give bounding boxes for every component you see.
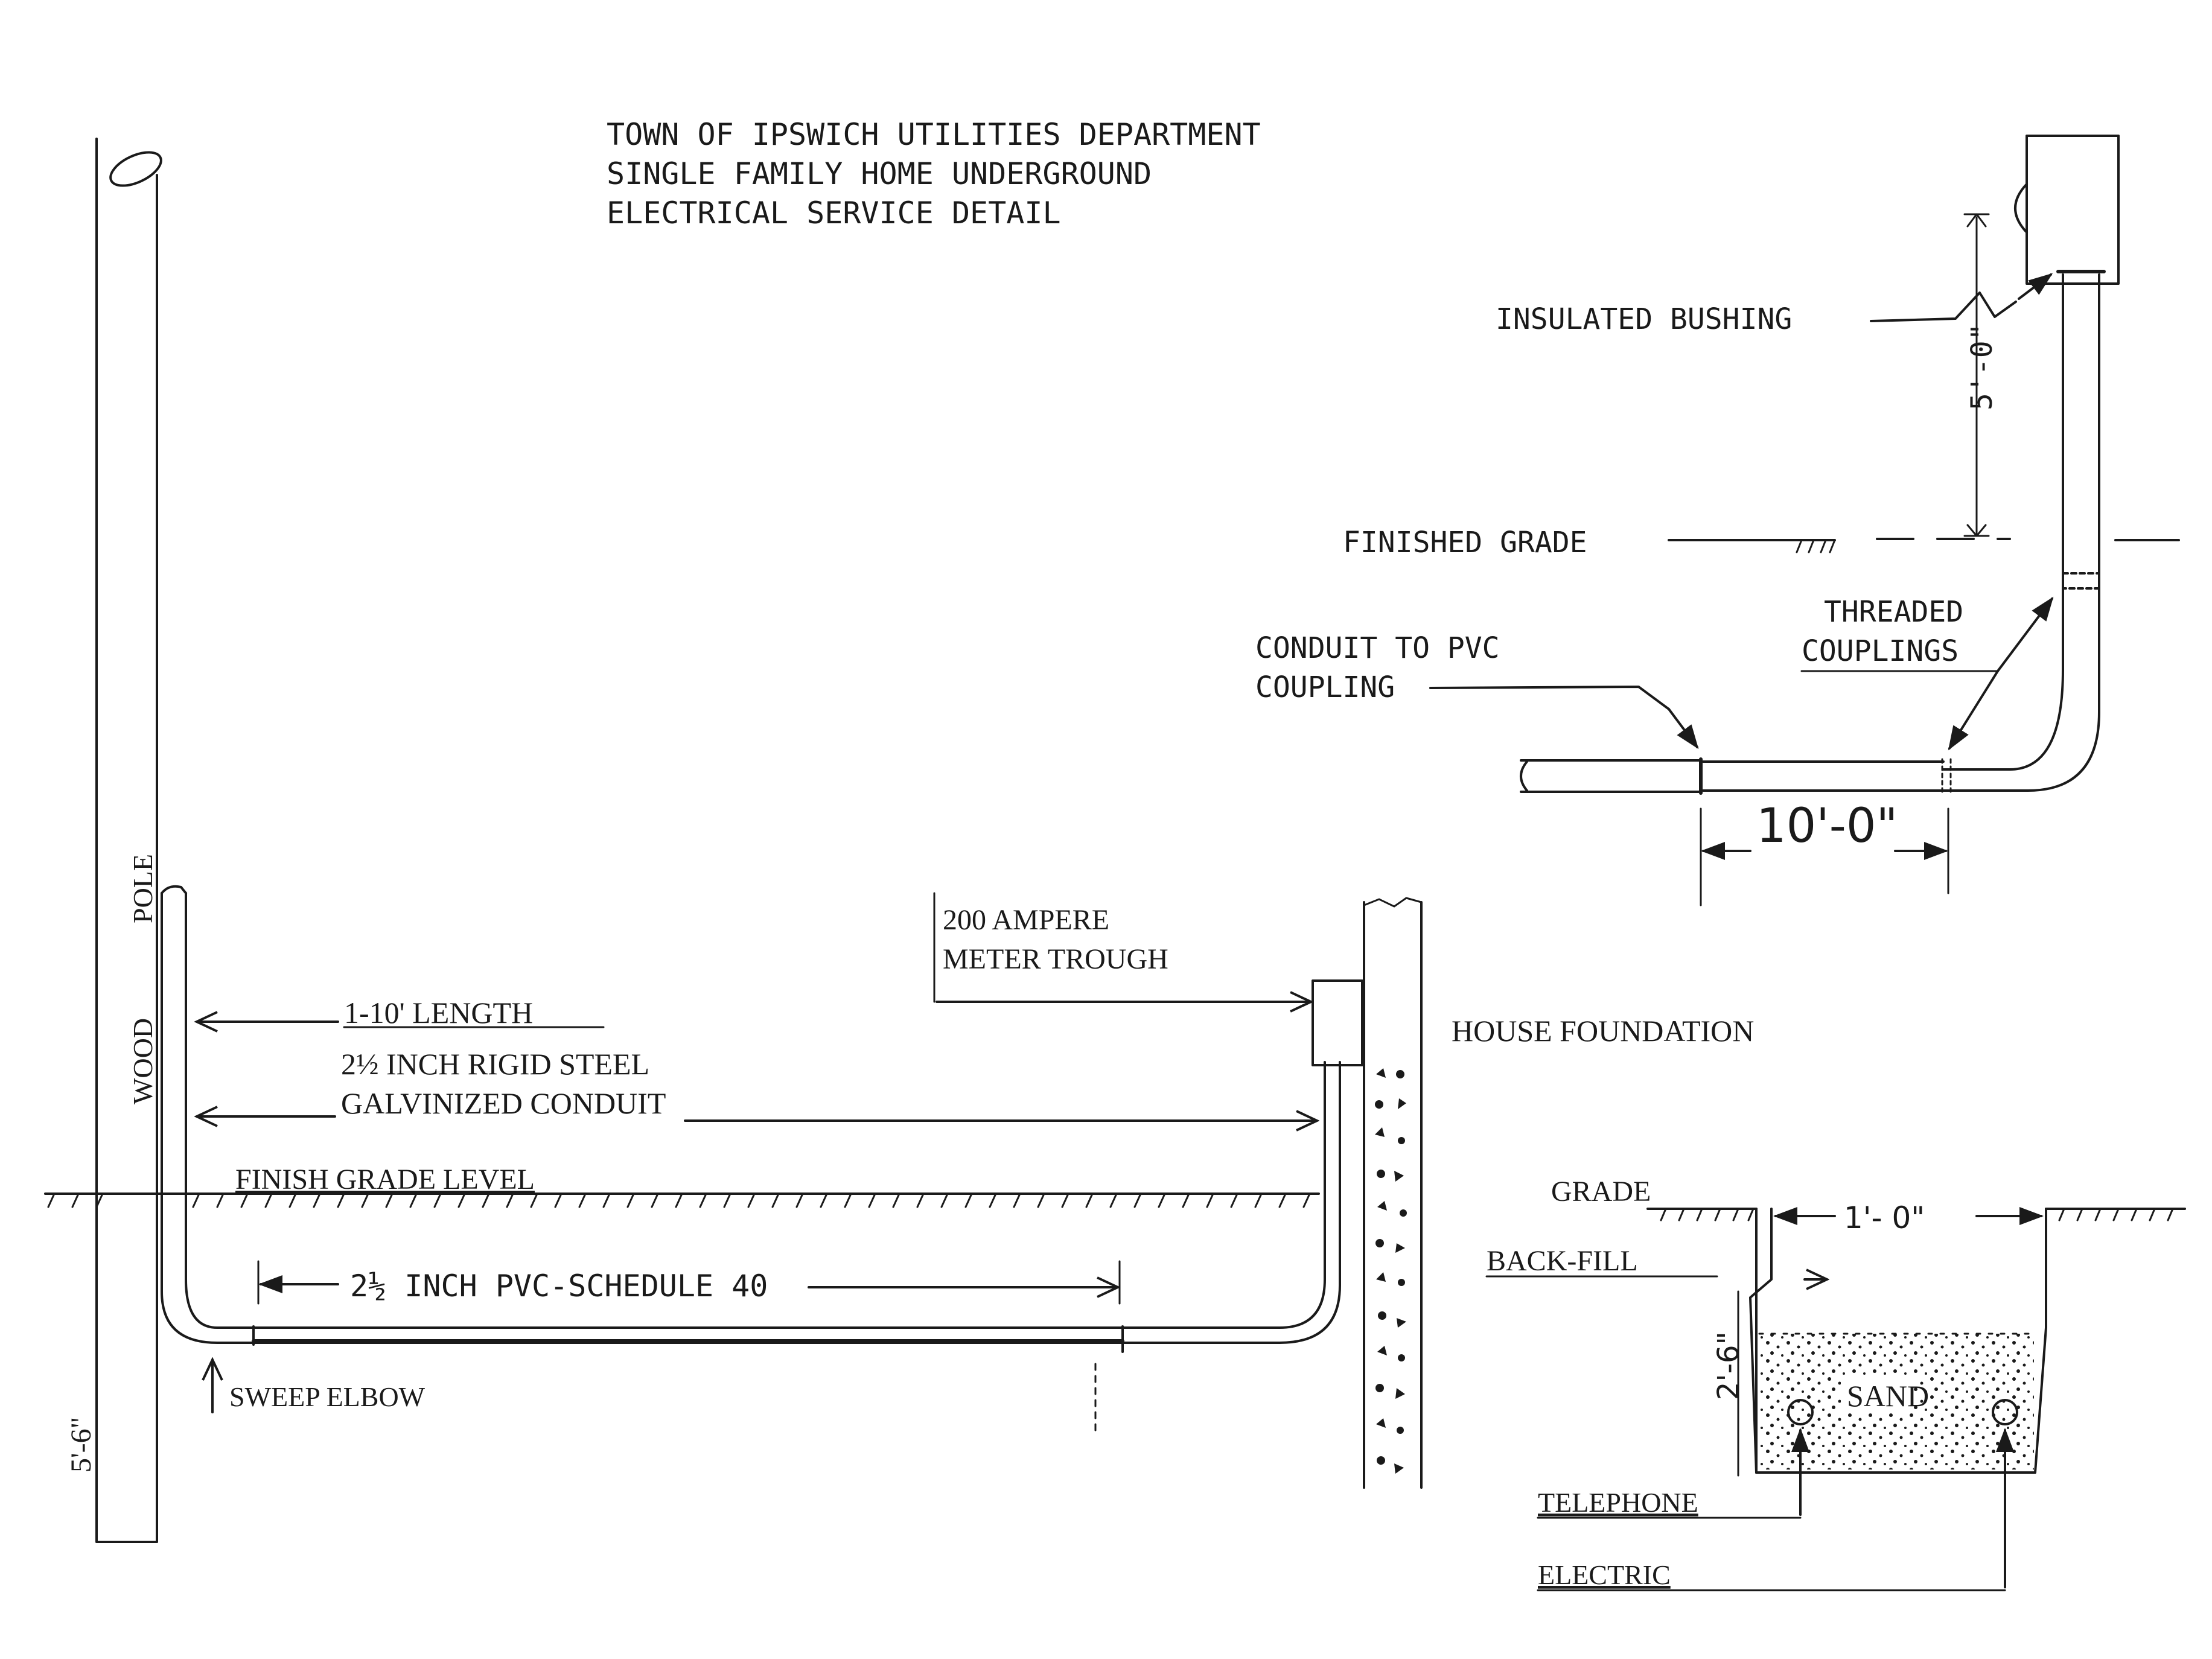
rigid-steel-label: 2½ INCH RIGID STEEL (341, 1047, 649, 1081)
pole-top (109, 151, 162, 187)
galvanized-conduit-label: GALVINIZED CONDUIT (341, 1086, 666, 1120)
height-label: 5'-0" (1965, 323, 1999, 411)
meter-face (2014, 183, 2028, 234)
pole-riser-inner (185, 892, 255, 1329)
title-line-1: TOWN OF IPSWICH UTILITIES DEPARTMENT (607, 117, 1261, 152)
depth-label: 2'-6" (1712, 1331, 1745, 1400)
threaded-coupling-upper (2062, 572, 2100, 590)
meter-trough (1312, 979, 1363, 1066)
threaded-arrow-lower (1948, 670, 1999, 751)
pvc-label: 2½ INCH PVC-SCHEDULE 40 (350, 1269, 768, 1304)
backfill-label: BACK-FILL (1487, 1245, 1638, 1277)
pole-riser-cap (161, 885, 187, 894)
meter-label-1: 200 AMPERE (943, 904, 1109, 936)
house-foundation-label: HOUSE FOUNDATION (1452, 1014, 1754, 1048)
trench-grade-left-hatch (1660, 1208, 1755, 1221)
sweep-elbow-label: SWEEP ELBOW (229, 1381, 426, 1412)
trench-wall-right (2034, 1208, 2047, 1474)
conduit-label-1: CONDUIT TO PVC (1255, 631, 1500, 665)
wood-label: WOOD (127, 1018, 158, 1104)
conduit-label-2: COUPLING (1255, 670, 1395, 704)
telephone-label: TELEPHONE (1538, 1487, 1698, 1518)
existing-conduit (1520, 759, 1701, 793)
pole-detail: POLE WOOD 5'-6" (44, 138, 1754, 1543)
riser-pipe-inner (1942, 273, 2064, 771)
telephone-cable (1787, 1399, 1814, 1425)
riser-detail: INSULATED BUSHING 5'-0" FINISHED GRADE T… (1255, 135, 2180, 906)
electric-cable (1992, 1399, 2018, 1425)
trench-detail: GRADE SAND 1'- 0" B (1485, 1176, 2186, 1591)
house-riser-inner (1278, 1061, 1326, 1329)
finished-grade-label: FINISHED GRADE (1343, 526, 1587, 559)
drawing-title: TOWN OF IPSWICH UTILITIES DEPARTMENT SIN… (607, 117, 1261, 231)
pole-label: POLE (127, 854, 158, 923)
threaded-arrow-upper (1997, 596, 2054, 672)
finish-grade-label: FINISH GRADE LEVEL (235, 1164, 535, 1196)
trench-grade-right-hatch (2058, 1208, 2174, 1221)
meter-label-2: METER TROUGH (943, 943, 1168, 975)
coupling-leader (1429, 686, 1670, 710)
trench-wall-left-inner (1749, 1208, 1773, 1474)
length-label: 1-10' LENGTH (344, 996, 533, 1030)
foundation-aggregate (1375, 1068, 1407, 1474)
meter-box (2026, 135, 2120, 285)
width-label: 1'- 0" (1844, 1200, 1925, 1235)
pvc-horizontal (1702, 760, 1945, 792)
foundation-break (1363, 897, 1423, 908)
house-riser-outer (1278, 1061, 1341, 1344)
threaded-label-1: THREADED (1824, 595, 1963, 629)
insulated-bushing-label: INSULATED BUSHING (1496, 302, 1792, 336)
electric-label: ELECTRIC (1538, 1559, 1671, 1590)
title-line-2: SINGLE FAMILY HOME UNDERGROUND (607, 156, 1152, 191)
bushing-arrow (2018, 273, 2053, 300)
pole-riser-outer (161, 892, 255, 1344)
house-foundation (1363, 901, 1423, 1489)
sand-label: SAND (1847, 1379, 1929, 1413)
trench-grade-label: GRADE (1551, 1176, 1651, 1208)
threaded-label-2: COUPLINGS (1802, 634, 1959, 668)
conduit-break (1520, 760, 1528, 792)
sand-label-bg (1841, 1376, 1913, 1412)
title-line-3: ELECTRICAL SERVICE DETAIL (607, 196, 1061, 231)
ten-foot-label: 10'-0" (1756, 799, 1898, 853)
height-dim-arrows (1966, 213, 1987, 537)
pole-depth-label: 5'-6" (65, 1417, 97, 1473)
riser-pipe-outer (1942, 273, 2100, 792)
wood-pole (95, 138, 158, 1543)
grade-hatching (47, 1193, 1311, 1208)
finished-grade-hatch (1796, 539, 1836, 553)
coupling-arrow (1668, 708, 1699, 750)
bushing-leader (1870, 291, 2017, 322)
